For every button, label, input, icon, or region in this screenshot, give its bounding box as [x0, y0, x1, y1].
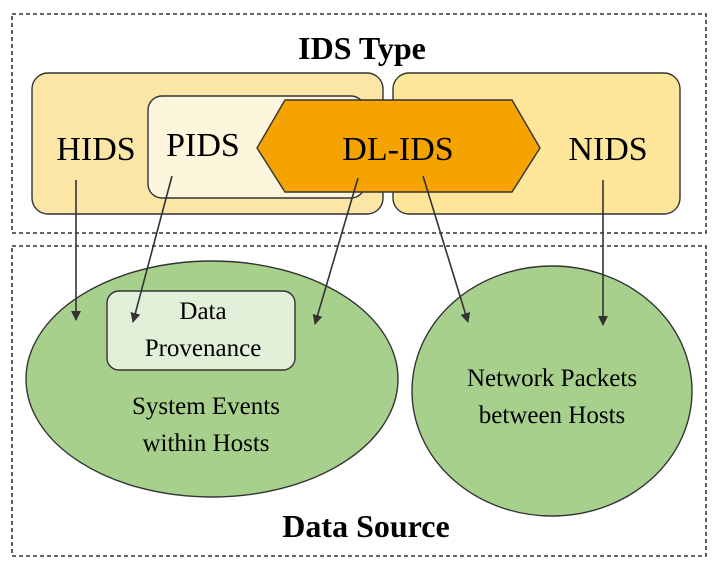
data-provenance-line2: Provenance: [145, 335, 262, 362]
hids-label: HIDS: [56, 131, 135, 168]
ids-type-title: IDS Type: [298, 30, 426, 66]
data-source-title: Data Source: [282, 508, 449, 544]
arrow-dl-ids-to-network-packets: [422, 175, 471, 323]
data-source-panel: [11, 245, 707, 557]
dl-ids-label: DL-IDS: [342, 131, 453, 168]
nids-label: NIDS: [568, 131, 647, 168]
pids-label: PIDS: [166, 127, 240, 164]
arrow-dl-ids-to-system-events: [312, 177, 359, 325]
data-provenance-box: [106, 290, 296, 371]
network-packets-ellipse: [411, 265, 693, 517]
data-provenance-line1: Data: [179, 298, 226, 325]
system-events-line1: System Events: [132, 393, 280, 420]
network-packets-line2: between Hosts: [479, 402, 626, 429]
ids-type-panel: [11, 13, 707, 234]
network-packets-line1: Network Packets: [467, 365, 637, 392]
system-events-line2: within Hosts: [142, 430, 269, 457]
dl-ids-hexagon: [256, 99, 541, 193]
arrow-pids-to-data-provenance: [130, 175, 173, 323]
